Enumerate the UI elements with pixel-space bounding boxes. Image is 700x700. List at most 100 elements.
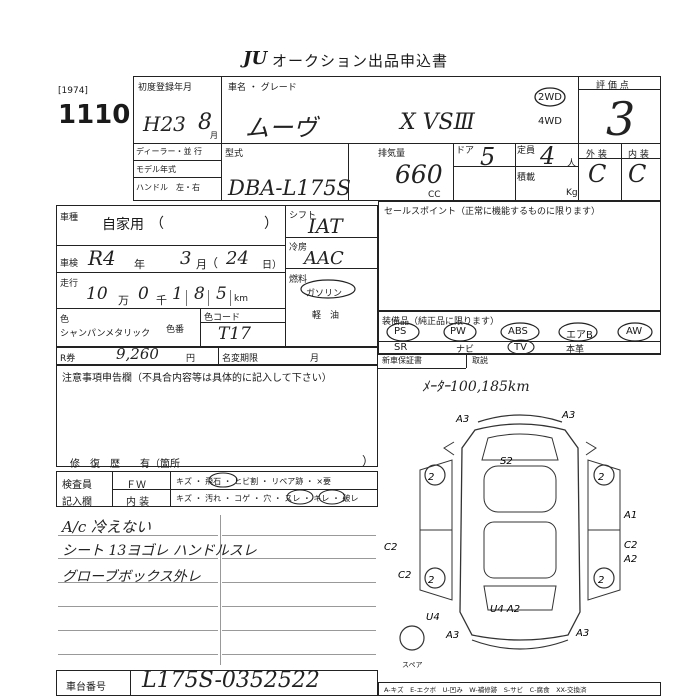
svg-text:C2: C2: [384, 542, 397, 553]
lot-number: 1110: [58, 100, 131, 130]
label-fuel: 燃料: [289, 275, 308, 285]
car-diagram: A3 A3 S2 A1 C2 A2 C2 C2 U4 A2 A3 A3 U4 2…: [384, 410, 637, 651]
label-drive-2wd: 2WD: [538, 92, 562, 103]
displacement-value: 660: [395, 160, 443, 189]
first-registration-month: 8: [198, 110, 212, 135]
chassis-number: L175S-0352522: [142, 668, 320, 693]
label-chassis-no: 車台番号: [66, 682, 106, 693]
evaluation-score: 3: [606, 92, 636, 146]
svg-text:A1: A1: [623, 510, 637, 521]
label-color-no: 色番: [166, 325, 185, 335]
color-name: シャンパンメタリック: [60, 329, 151, 339]
label-km-unit: km: [234, 294, 248, 304]
label-evaluation: 評 価 点: [596, 81, 629, 91]
label-displacement: 排気量: [378, 149, 406, 159]
label-color-code: 色コード: [204, 313, 241, 323]
spare-label: スペア: [402, 661, 423, 669]
label-name-change: 名変期限: [222, 354, 259, 364]
note-line-3: グローブボックス外レ: [62, 569, 201, 585]
label-capacity: 定員: [517, 146, 536, 156]
drive-2wd-circle: [534, 87, 566, 107]
svg-text:A3: A3: [445, 630, 459, 641]
check-fw-label: ＦＷ: [126, 480, 146, 491]
equip-sr: SR: [394, 342, 408, 353]
equip-ps: PS: [394, 326, 407, 337]
shift-value: IAT: [308, 214, 343, 238]
note-line-2: シート 13ヨゴレ ハンドルスレ: [62, 543, 257, 559]
label-inspector: 検査員: [62, 480, 92, 491]
label-doors: ドア: [456, 146, 475, 156]
label-yen: 円: [186, 354, 196, 364]
label-exterior: 外 装: [586, 150, 607, 160]
label-shift: シフト: [289, 211, 317, 221]
label-recycle: R券: [60, 354, 76, 364]
check-fw-items: キズ ・ 飛石 ・ ヒビ割 ・ リペア跡 ・ ×要: [176, 477, 332, 486]
interior-grade: C: [628, 160, 647, 188]
svg-text:C2: C2: [398, 570, 411, 581]
svg-text:S2: S2: [500, 456, 513, 467]
label-car-name-grade: 車名 ・ グレード: [228, 83, 297, 93]
label-man-unit: 万: [118, 294, 129, 307]
equip-navi: ナビ: [456, 345, 475, 355]
label-insp-month-unit: 月: [196, 258, 207, 271]
equipment-circles: [386, 322, 653, 354]
svg-text:2: 2: [598, 575, 604, 586]
svg-text:A3: A3: [455, 414, 469, 425]
mileage-digit-1: 1: [172, 284, 183, 304]
label-name-change-month: 月: [310, 354, 320, 364]
year-code: [1974]: [58, 86, 88, 96]
label-day-unit: 日）: [262, 260, 282, 271]
selling-points-box: [378, 201, 661, 311]
label-notes: 注意事項申告欄（不具合内容等は具体的に記入して下さい）: [62, 373, 332, 384]
svg-text:U4: U4: [426, 612, 440, 623]
odometer-note: ﾒｰﾀｰ100,185km: [422, 379, 530, 395]
equip-tv: TV: [514, 342, 527, 353]
equip-pw: PW: [450, 326, 466, 337]
car-grade: X VSⅢ: [400, 110, 475, 135]
label-color: 色: [60, 315, 70, 325]
inspection-era: R4: [88, 246, 116, 270]
mileage-digit-2: 8: [194, 284, 205, 304]
vehicle-info-block: [56, 205, 378, 347]
svg-text:A3: A3: [575, 628, 589, 639]
usage-paren-close: ）: [264, 216, 278, 232]
mileage-rest: 0: [138, 284, 149, 304]
label-inspection: 車検: [60, 259, 79, 269]
auction-logo: JU: [243, 48, 268, 69]
fuel-value: ガソリン: [306, 289, 343, 299]
svg-text:U4 A2: U4 A2: [490, 604, 520, 615]
recycle-fee: 9,260: [116, 345, 159, 363]
aircon-value: AAC: [304, 248, 344, 269]
label-aircon: 冷房: [289, 243, 308, 253]
form-title: オークション出品申込書: [272, 52, 449, 70]
equip-aw: AW: [626, 326, 643, 337]
repair-paren-close: ）: [362, 454, 375, 468]
svg-text:2: 2: [428, 575, 434, 586]
inspection-year: 3: [180, 248, 192, 269]
fuel-circle: [300, 279, 356, 299]
label-mileage: 走行: [60, 279, 79, 289]
check-circles: [208, 472, 346, 505]
label-thousand-unit: 千: [156, 294, 167, 307]
label-first-registration: 初度登録年月: [138, 83, 193, 93]
usage-value: 自家用: [102, 217, 144, 233]
label-type: 型式: [225, 149, 244, 159]
top-table: [133, 76, 661, 201]
footer-legend: A-キズ E-エクボ U-凹み W-補修跡 S-サビ C-腐食 XX-交換済: [384, 686, 587, 694]
label-model-year: モデル年式: [136, 165, 176, 174]
color-code-value: T17: [218, 324, 251, 344]
label-handle: ハンドル 左・右: [136, 183, 200, 192]
label-drive-4wd: 4WD: [538, 116, 562, 127]
label-selling-points: セールスポイント（正常に機能するものに限ります）: [384, 207, 601, 217]
label-loading: 積載: [517, 173, 536, 183]
usage-paren-open: （: [150, 216, 164, 232]
exterior-grade: C: [588, 160, 607, 188]
equip-airbag: エアB: [566, 330, 593, 341]
first-registration-era: H23: [143, 112, 186, 136]
svg-text:C2: C2: [624, 540, 637, 551]
label-dealer: ディーラー・並 行: [136, 147, 202, 156]
inspection-paren-open: （: [206, 256, 219, 270]
label-light-oil: 軽 油: [312, 311, 340, 321]
doors-value: 5: [480, 143, 496, 171]
model-code: DBA-L175S: [228, 176, 351, 200]
